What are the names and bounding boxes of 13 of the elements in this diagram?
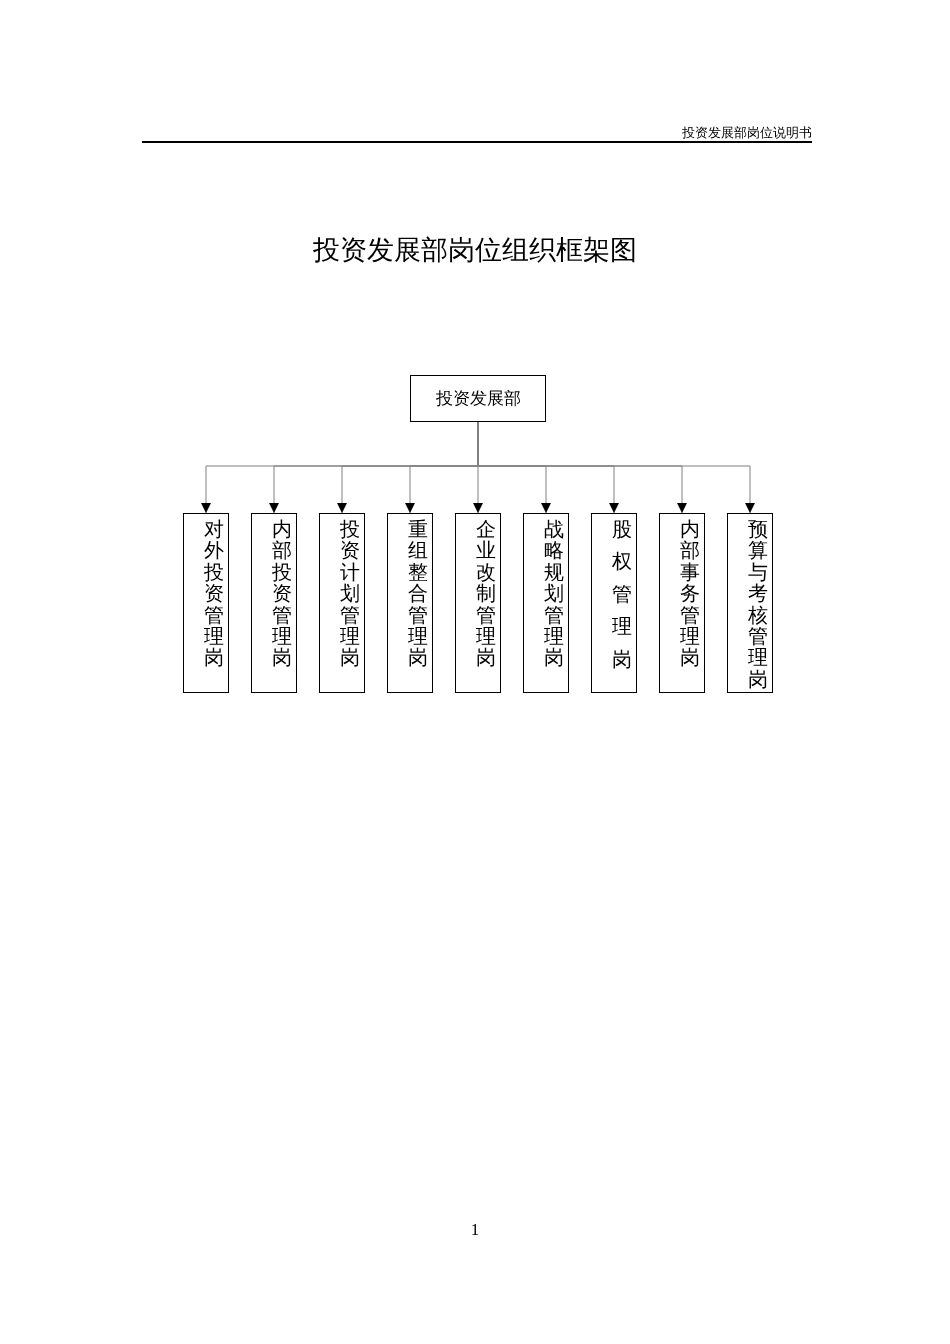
position-box: 重组整合管理岗 [387,513,433,693]
position-box: 企业改制管理岗 [455,513,501,693]
department-box: 投资发展部 [410,375,546,422]
position-box: 内部事务管理岗 [659,513,705,693]
position-box: 内部投资管理岗 [251,513,297,693]
page-number: 1 [469,1220,481,1240]
header-text: 投资发展部岗位说明书 [682,124,812,142]
position-box: 预算与考核管理岗 [727,513,773,693]
position-box: 股权管理岗 [591,513,637,693]
position-box: 战略规划管理岗 [523,513,569,693]
position-box: 对外投资管理岗 [183,513,229,693]
diagram-title: 投资发展部岗位组织框架图 [312,233,638,267]
position-box: 投资计划管理岗 [319,513,365,693]
